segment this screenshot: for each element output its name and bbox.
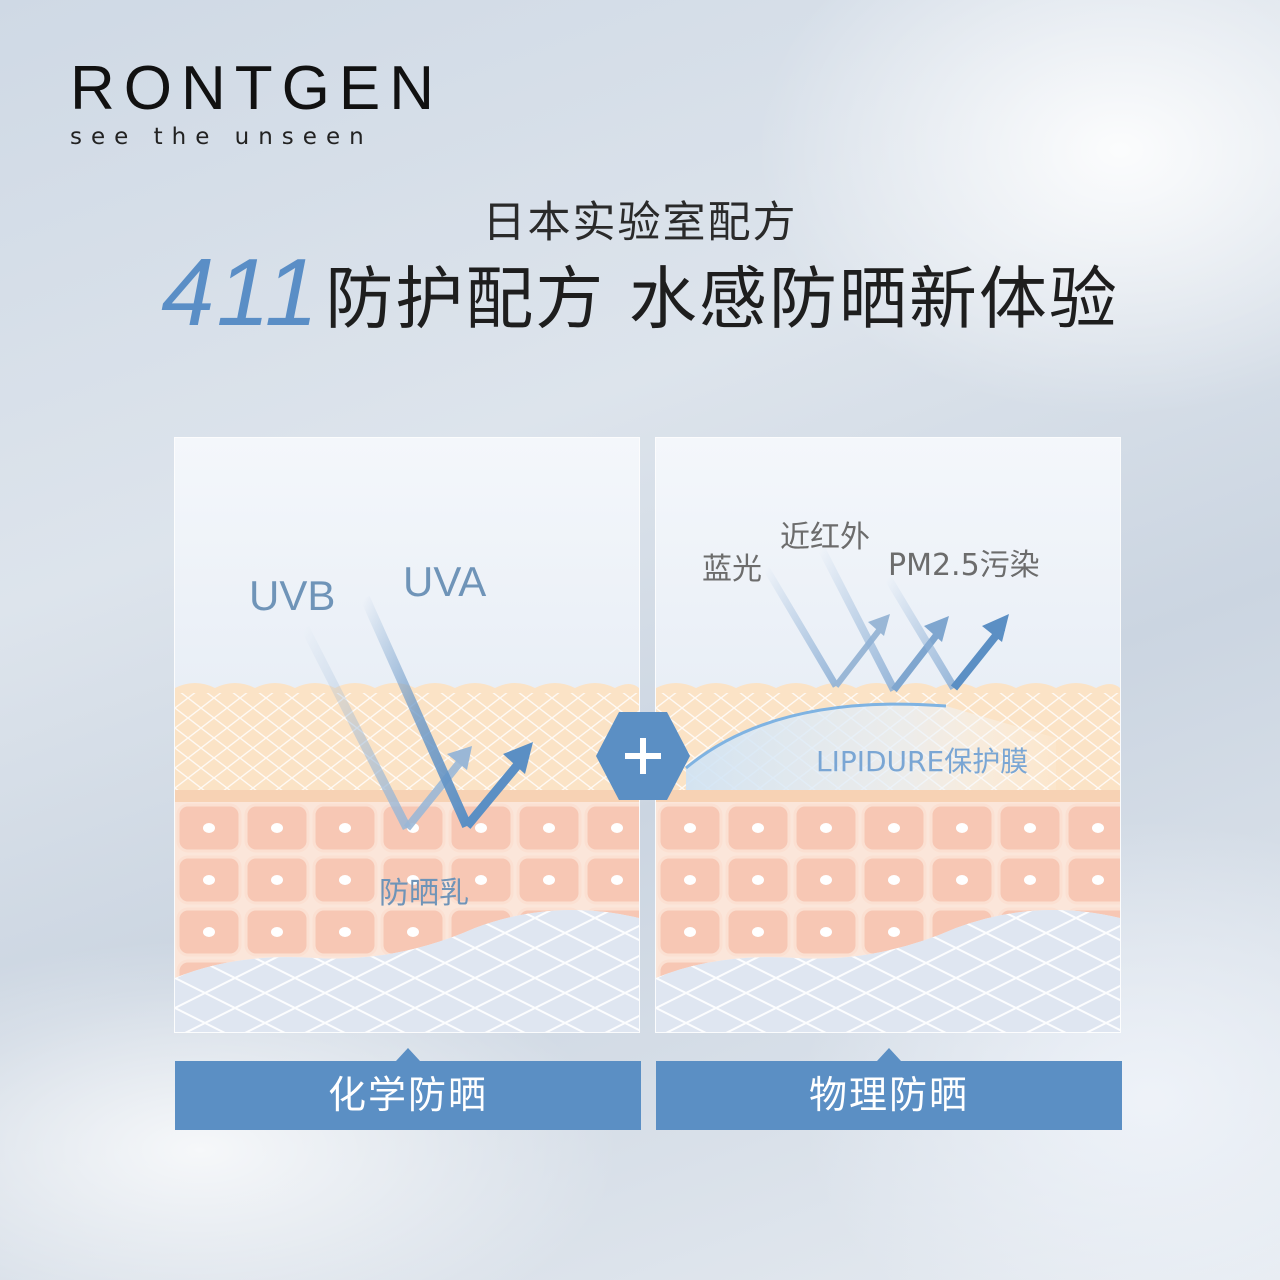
headline: 411 防护配方 水感防晒新体验 — [0, 238, 1280, 348]
headline-number: 411 — [161, 239, 321, 346]
brand-name: RONTGEN — [70, 54, 443, 123]
near-infrared-label: 近红外 — [780, 520, 870, 555]
blue-light-label: 蓝光 — [702, 552, 762, 587]
sunscreen-layer-label: 防晒乳 — [379, 876, 469, 911]
brand-logo: RONTGEN see the unseen — [70, 54, 443, 151]
caption-notch — [877, 1048, 901, 1061]
chemical-caption-text: 化学防晒 — [327, 1073, 488, 1117]
headline-text: 防护配方 水感防晒新体验 — [325, 260, 1119, 340]
chemical-sunscreen-caption: 化学防晒 — [175, 1048, 641, 1130]
caption-notch — [396, 1048, 420, 1061]
physical-sunscreen-panel: 蓝光 近红外 PM2.5污染 LIPIDURE保护膜 — [656, 438, 1120, 1032]
chemical-sunscreen-panel: UVB UVA 防晒乳 — [175, 438, 639, 1032]
brand-tagline: see the unseen — [70, 124, 373, 150]
lipidure-film-label: LIPIDURE保护膜 — [816, 745, 1029, 778]
plus-hexagon-icon — [596, 712, 690, 800]
uvb-label: UVB — [249, 572, 336, 619]
physical-skin-diagram — [656, 546, 1120, 1032]
uva-label: UVA — [403, 558, 487, 605]
physical-caption-text: 物理防晒 — [808, 1073, 969, 1117]
pm25-label: PM2.5污染 — [888, 548, 1040, 583]
chemical-skin-diagram — [175, 595, 639, 1032]
physical-sunscreen-caption: 物理防晒 — [656, 1048, 1122, 1130]
subtitle: 日本实验室配方 — [482, 198, 798, 248]
